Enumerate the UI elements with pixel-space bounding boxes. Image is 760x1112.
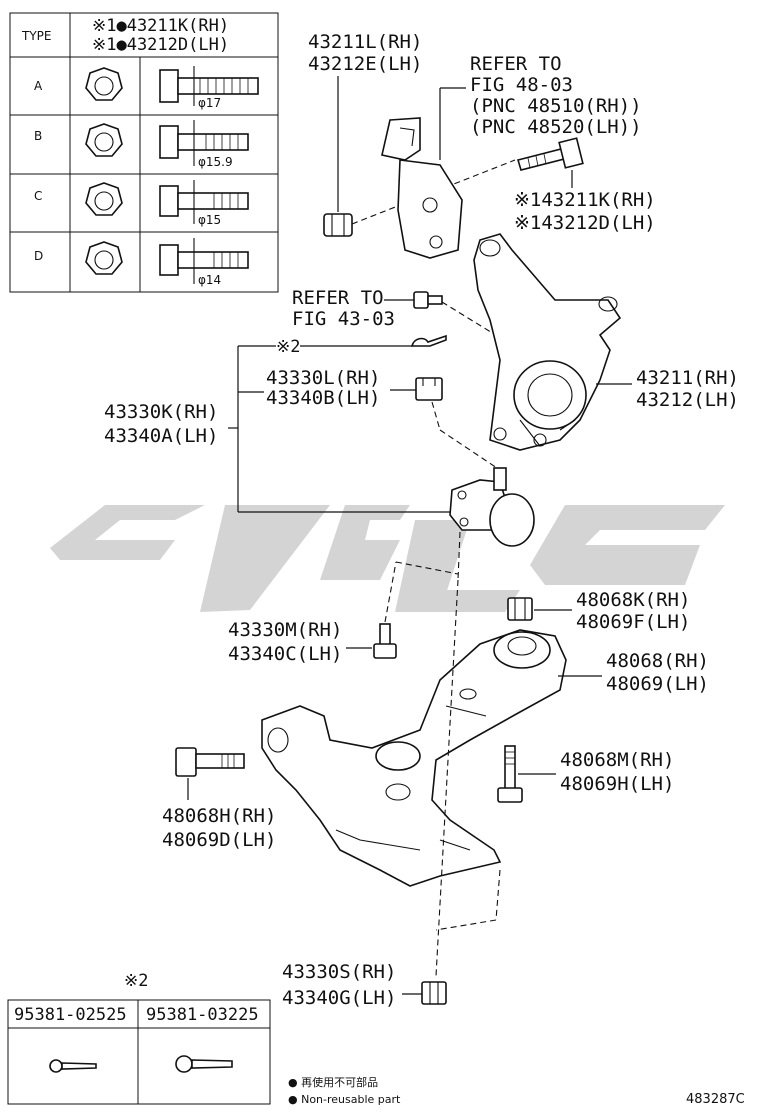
type-d-label: D — [34, 249, 43, 263]
label-bolt-rh: ※143211K(RH) — [514, 189, 656, 211]
label-nut-top-lh: 43212E(LH) — [308, 53, 422, 75]
label-front-bolt-rh: 48068H(RH) — [162, 805, 276, 827]
label-balljoint-lh: 43340A(LH) — [104, 425, 218, 447]
pin-table-title: ※2 — [124, 971, 148, 991]
label-rear-bolt-lh: 48069H(LH) — [560, 773, 674, 795]
pin-part-2: 95381-03225 — [146, 1005, 259, 1025]
label-bolt-lh: ※143212D(LH) — [514, 212, 656, 234]
refer-fig48-line3: (PNC 48510(RH)) — [470, 95, 642, 117]
type-b-hex-icon — [85, 123, 123, 157]
castle-nut-icon — [415, 377, 443, 401]
refer-fig48-line2: FIG 48-03 — [470, 74, 573, 96]
small-bolt-icon — [413, 291, 443, 309]
label-arm-rh: 48068(RH) — [606, 650, 709, 672]
legend-japanese: ● 再使用不可部品 — [288, 1075, 378, 1089]
type-a-hex-icon — [85, 67, 123, 101]
type-c-label: C — [34, 189, 42, 203]
type-c-bolt-icon — [159, 180, 249, 224]
type-d-diameter: φ14 — [198, 273, 221, 287]
label-arm-nut-rh: 48068K(RH) — [576, 589, 690, 611]
front-bolt-icon — [175, 747, 245, 777]
watermark-logo — [50, 505, 725, 612]
label-knuckle-rh: 43211(RH) — [636, 367, 739, 389]
balljoint-bolt-icon — [373, 623, 397, 659]
refer-fig48-line4: (PNC 48520(LH)) — [470, 116, 642, 138]
knuckle-bolt-icon — [516, 137, 584, 171]
refer-fig48-line1: REFER TO — [470, 53, 562, 75]
bolt-type-table: TYPE ※1●43211K(RH) ※1●43212D(LH) A φ17 B — [9, 12, 279, 293]
label-bj-nut-lh: 43340G(LH) — [282, 987, 396, 1009]
label-castle-nut-rh: 43330L(RH) — [266, 367, 380, 389]
type-header-lh: ※1●43212D(LH) — [92, 35, 229, 55]
label-bj-nut-rh: 43330S(RH) — [282, 961, 396, 983]
type-a-bolt-icon — [159, 66, 259, 106]
steering-knuckle-icon — [473, 233, 622, 451]
type-a-diameter: φ17 — [198, 96, 221, 110]
pin-part-1: 95381-02525 — [14, 1005, 127, 1025]
label-knuckle-lh: 43212(LH) — [636, 389, 739, 411]
label-castle-nut-lh: 43340B(LH) — [266, 387, 380, 409]
type-header-rh: ※1●43211K(RH) — [92, 16, 229, 36]
cotter-pin-small-icon — [49, 1059, 97, 1073]
flange-nut-icon — [323, 213, 353, 237]
label-front-bolt-lh: 48069D(LH) — [162, 829, 276, 851]
refer-fig43-line1: REFER TO — [292, 287, 384, 309]
arm-nut-icon — [507, 597, 533, 621]
type-d-bolt-icon — [159, 238, 249, 284]
refer-fig43-line2: FIG 43-03 — [292, 308, 395, 330]
legend-english: ● Non-reusable part — [288, 1093, 401, 1106]
cotter-pin-large-icon — [175, 1055, 233, 1073]
type-c-hex-icon — [85, 182, 123, 216]
ball-joint-icon — [449, 467, 535, 547]
label-arm-lh: 48069(LH) — [606, 673, 709, 695]
stabilizer-bracket-icon — [381, 117, 463, 259]
type-a-label: A — [34, 79, 43, 93]
type-d-hex-icon — [85, 241, 123, 275]
type-b-diameter: φ15.9 — [198, 155, 233, 169]
figure-code: 483287C — [686, 1092, 745, 1107]
lower-control-arm-icon — [261, 629, 567, 887]
label-bj-bolt-rh: 43330M(RH) — [228, 619, 342, 641]
type-header: TYPE — [21, 29, 51, 43]
label-rear-bolt-rh: 48068M(RH) — [560, 749, 674, 771]
label-bj-bolt-lh: 43340C(LH) — [228, 643, 342, 665]
balljoint-nut-icon — [421, 981, 447, 1005]
label-nut-top-rh: 43211L(RH) — [308, 31, 422, 53]
label-balljoint-rh: 43330K(RH) — [104, 401, 218, 423]
cotter-pin-icon — [410, 334, 447, 347]
label-pin-ref: ※2 — [276, 337, 300, 357]
type-b-bolt-icon — [159, 120, 249, 166]
type-c-diameter: φ15 — [198, 213, 221, 227]
type-b-label: B — [34, 129, 42, 143]
cotter-pin-table: 95381-02525 95381-03225 — [7, 999, 271, 1105]
rear-bolt-icon — [497, 745, 523, 803]
label-arm-nut-lh: 48069F(LH) — [576, 611, 690, 633]
